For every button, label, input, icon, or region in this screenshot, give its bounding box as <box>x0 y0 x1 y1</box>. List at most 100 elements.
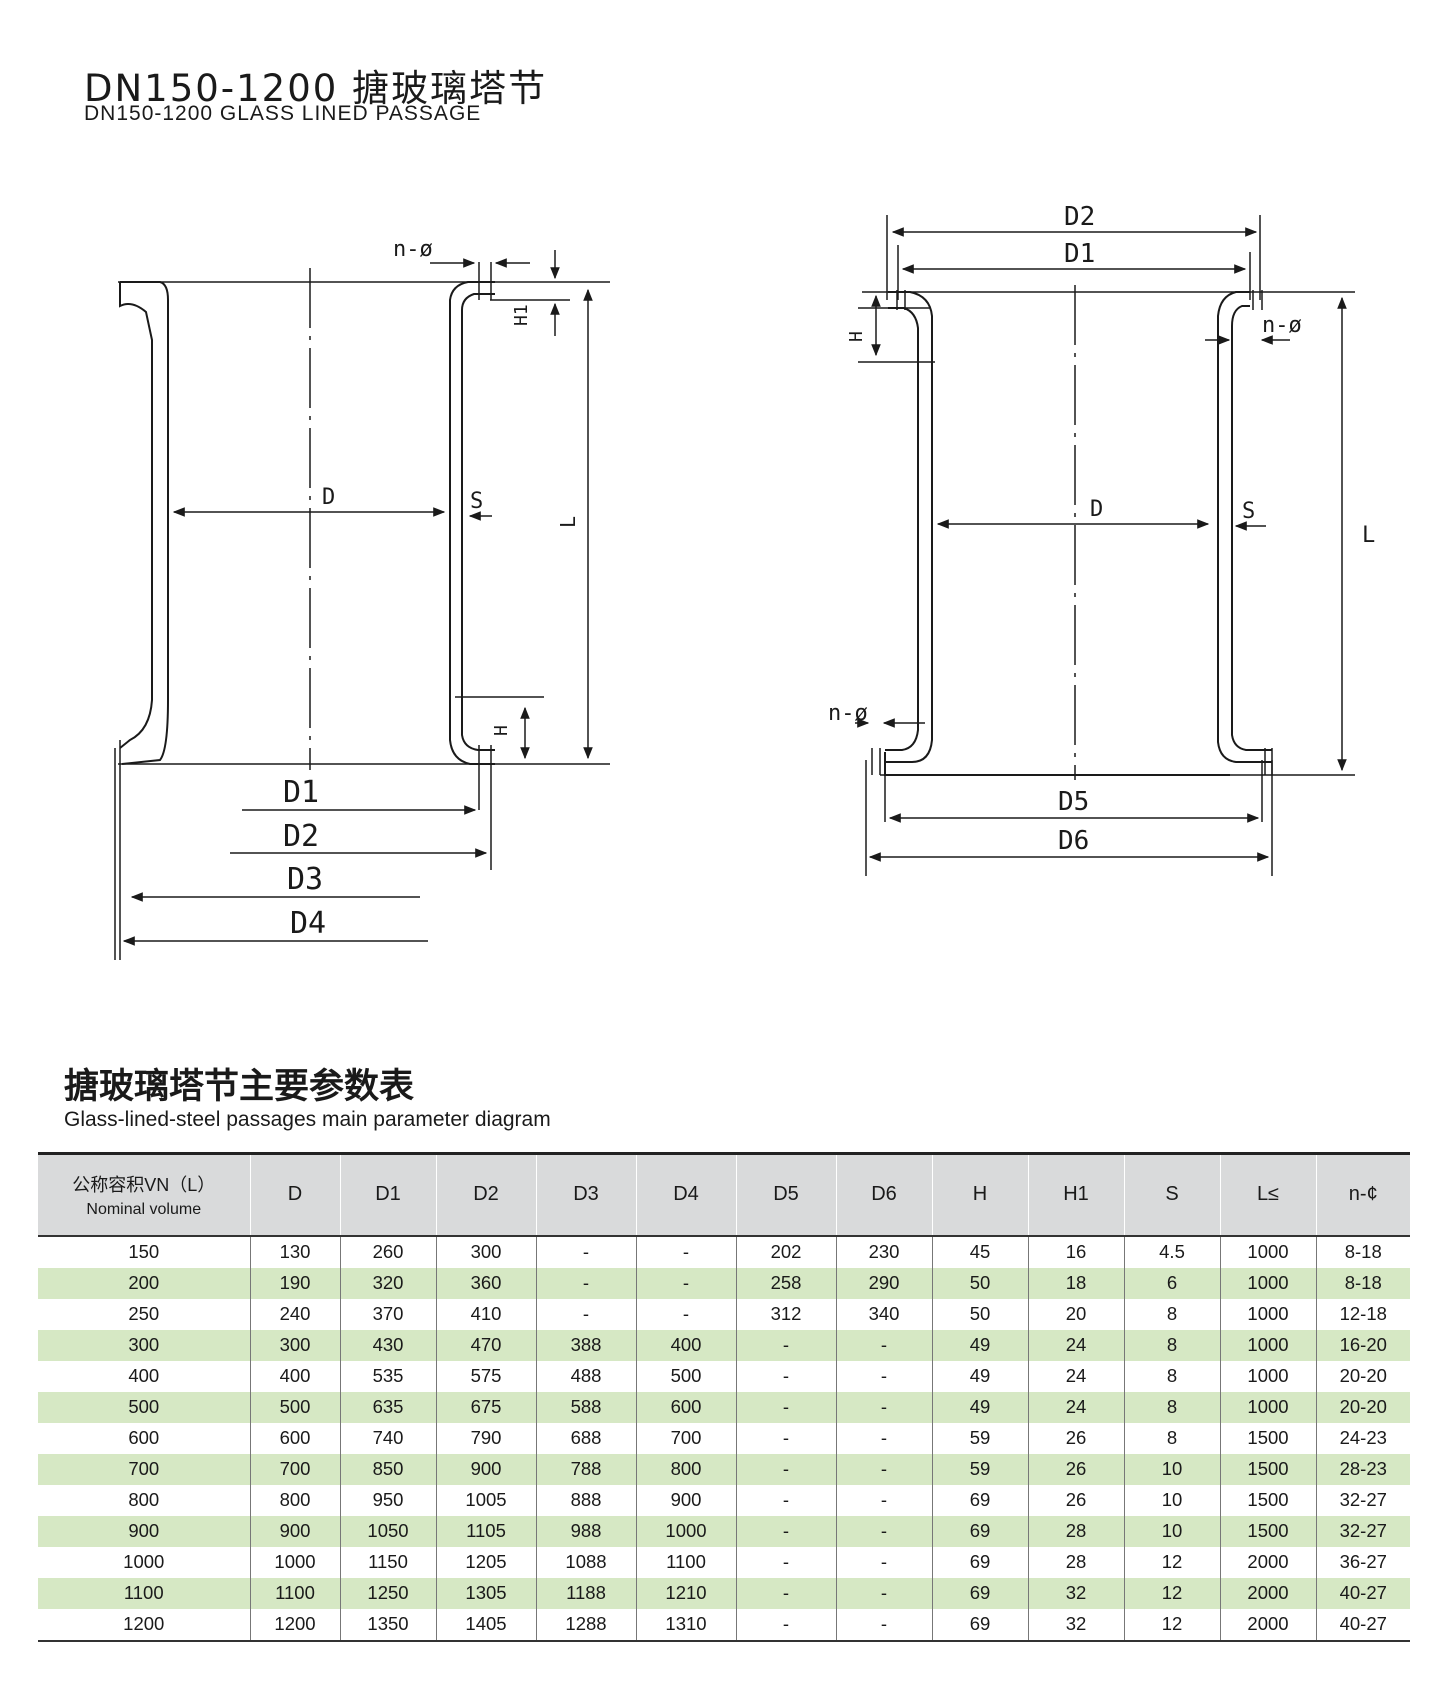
table-cell: 1200 <box>38 1608 250 1642</box>
table-cell: 8 <box>1123 1329 1220 1361</box>
table-cell: 800 <box>249 1484 340 1516</box>
table-cell: 16 <box>1027 1235 1124 1268</box>
table-cell: 988 <box>535 1515 636 1547</box>
table-cell: 500 <box>635 1360 736 1392</box>
table-cell: 1100 <box>635 1546 736 1578</box>
table-cell: 150 <box>128 1241 160 1262</box>
table-cell: 10 <box>1123 1453 1220 1485</box>
table-cell: 59 <box>931 1422 1028 1454</box>
drawing-right <box>855 215 1355 876</box>
left-label-s: S <box>470 489 483 514</box>
table-cell: 8 <box>1123 1391 1220 1423</box>
header-nominal-volume-cn: 公称容积VN（L） <box>72 1174 216 1195</box>
right-label-s: S <box>1242 499 1255 524</box>
table-cell: 250 <box>128 1303 160 1324</box>
table-cell: - <box>835 1546 932 1578</box>
table-cell: 1188 <box>535 1577 636 1609</box>
table-cell: 1000 <box>123 1551 165 1572</box>
table-cell: 6 <box>1123 1267 1220 1299</box>
header-d6: D6 <box>835 1153 932 1237</box>
table-cell: - <box>735 1453 836 1485</box>
table-cell: 1405 <box>435 1608 536 1642</box>
table-cell: 1100 <box>123 1582 164 1603</box>
table-cell: 1000 <box>1219 1298 1316 1330</box>
table-cell: 49 <box>931 1329 1028 1361</box>
table-cell: - <box>835 1360 932 1392</box>
table-cell: 800 <box>635 1453 736 1485</box>
table-cell: 1205 <box>435 1546 536 1578</box>
table-cell: 675 <box>435 1391 536 1423</box>
table-cell: 240 <box>249 1298 340 1330</box>
table-cell: 740 <box>339 1422 436 1454</box>
table-subtitle: Glass-lined-steel passages main paramete… <box>64 1108 551 1131</box>
table-cell: 69 <box>931 1608 1028 1642</box>
table-cell: 230 <box>835 1235 932 1268</box>
table-cell: 69 <box>931 1515 1028 1547</box>
table-cell: - <box>835 1577 932 1609</box>
table-cell: 1350 <box>339 1608 436 1642</box>
right-label-d1: D1 <box>1064 239 1095 269</box>
table-cell: 1000 <box>635 1515 736 1547</box>
table-cell: - <box>735 1484 836 1516</box>
table-cell: 1288 <box>535 1608 636 1642</box>
table-cell: 8 <box>1123 1298 1220 1330</box>
table-cell: 28 <box>1027 1546 1124 1578</box>
table-cell: 10 <box>1123 1515 1220 1547</box>
table-cell: 290 <box>835 1267 932 1299</box>
header-nominal-volume-en: Nominal volume <box>86 1200 202 1218</box>
drawing-left <box>114 250 610 960</box>
table-cell: 300 <box>249 1329 340 1361</box>
table-cell: - <box>735 1391 836 1423</box>
table-cell: - <box>735 1577 836 1609</box>
table-cell: 12 <box>1123 1608 1220 1642</box>
table-cell: 790 <box>435 1422 536 1454</box>
table-cell: 50 <box>931 1298 1028 1330</box>
table-cell: 600 <box>249 1422 340 1454</box>
table-cell: 370 <box>339 1298 436 1330</box>
table-cell: 1500 <box>1219 1422 1316 1454</box>
table-cell: 600 <box>635 1391 736 1423</box>
table-cell: 1305 <box>435 1577 536 1609</box>
table-cell: 40-27 <box>1315 1577 1410 1609</box>
table-cell: 32-27 <box>1315 1484 1410 1516</box>
table-cell: 202 <box>735 1235 836 1268</box>
table-cell: - <box>835 1608 932 1642</box>
table-cell: - <box>835 1484 932 1516</box>
table-cell: 1005 <box>435 1484 536 1516</box>
header-nominal-volume: 公称容积VN（L） Nominal volume <box>38 1153 250 1237</box>
table-cell: 69 <box>931 1577 1028 1609</box>
table-cell: 900 <box>128 1520 160 1541</box>
page-subtitle: DN150-1200 GLASS LINED PASSAGE <box>84 102 482 125</box>
table-cell: 312 <box>735 1298 836 1330</box>
table-cell: 888 <box>535 1484 636 1516</box>
table-cell: 26 <box>1027 1453 1124 1485</box>
table-cell: 26 <box>1027 1422 1124 1454</box>
table-cell: 470 <box>435 1329 536 1361</box>
right-label-n-phi-top: n-ø <box>1262 313 1302 338</box>
table-cell: - <box>635 1235 736 1268</box>
table-cell: 500 <box>128 1396 160 1417</box>
header-d4: D4 <box>635 1153 736 1237</box>
table-cell: 1500 <box>1219 1453 1316 1485</box>
table-cell: 700 <box>249 1453 340 1485</box>
table-cell: 430 <box>339 1329 436 1361</box>
table-cell: 400 <box>249 1360 340 1392</box>
table-cell: 600 <box>128 1427 160 1448</box>
table-cell: 1500 <box>1219 1515 1316 1547</box>
table-cell: 69 <box>931 1546 1028 1578</box>
left-label-d1: D1 <box>283 775 319 810</box>
table-header-row: 公称容积VN（L） Nominal volume D D1 D2 D3 D4 D… <box>38 1153 1410 1237</box>
table-cell: 300 <box>128 1334 160 1355</box>
table-cell: 32-27 <box>1315 1515 1410 1547</box>
technical-drawings: n-ø H1 D S L H D1 D2 D3 D4 <box>114 202 1375 960</box>
